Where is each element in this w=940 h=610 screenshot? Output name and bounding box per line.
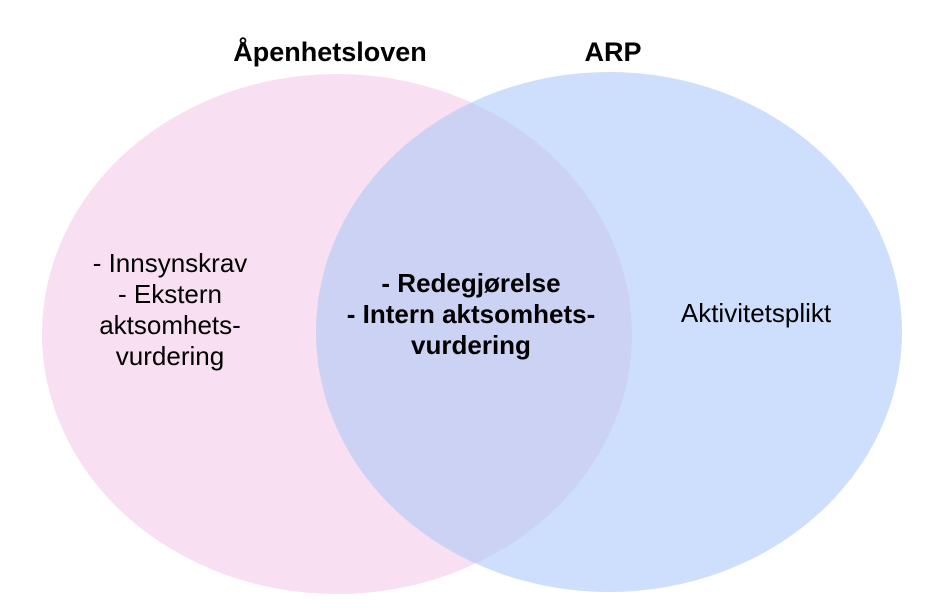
label-line: - Innsynskrav [92, 248, 248, 278]
left-set-title: Åpenhetsloven [233, 37, 427, 67]
right-set-items: Aktivitetsplikt [641, 298, 871, 329]
label-line: - Intern aktsomhets- [346, 299, 596, 329]
label-line: vurdering [115, 341, 225, 371]
left-set-items: - Innsynskrav - Ekstern aktsomhets- vurd… [48, 248, 292, 372]
label-line: aktsomhets- [99, 310, 241, 340]
label-line: vurdering [411, 330, 531, 360]
overlap-items: - Redegjørelse - Intern aktsomhets- vurd… [316, 268, 626, 361]
label-line: Aktivitetsplikt [680, 298, 832, 328]
label-line: - Redegjørelse [381, 268, 561, 298]
label-line: - Ekstern [117, 279, 223, 309]
venn-overlap-region [316, 74, 632, 592]
right-set-title: ARP [584, 37, 642, 67]
